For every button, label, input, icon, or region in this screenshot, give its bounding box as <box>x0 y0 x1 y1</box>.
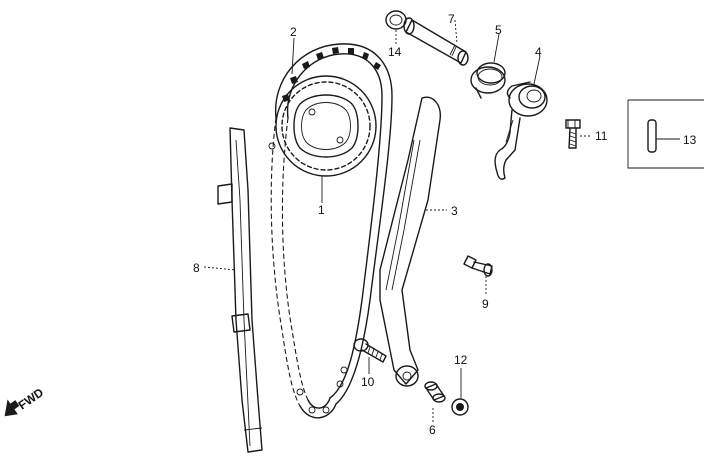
callout-labels: 1 2 3 4 5 6 7 8 9 10 11 12 13 14 <box>193 12 697 437</box>
pivot-bolt-10-part <box>353 338 387 363</box>
tensioner-shaft-part <box>403 17 469 66</box>
callout-3: 3 <box>451 204 458 218</box>
fwd-direction-indicator: FWD <box>4 385 47 417</box>
dowel-pin-13-group <box>627 99 704 169</box>
collar-6-part <box>424 381 446 403</box>
fwd-arrow-icon <box>4 399 20 417</box>
cam-chain-part <box>268 43 393 419</box>
callout-5: 5 <box>495 23 502 37</box>
callout-13: 13 <box>683 133 697 147</box>
callout-8: 8 <box>193 261 200 275</box>
callout-leaders <box>203 19 680 424</box>
callout-14: 14 <box>388 45 402 59</box>
tensioner-spring-part <box>470 62 506 99</box>
bolt-11-part <box>565 119 581 149</box>
fwd-label: FWD <box>16 385 47 412</box>
callout-1: 1 <box>318 203 325 217</box>
tensioner-slipper-part <box>379 96 441 387</box>
bolt-9-part <box>463 255 493 277</box>
callout-10: 10 <box>361 375 375 389</box>
callout-4: 4 <box>535 45 542 59</box>
callout-12: 12 <box>454 353 468 367</box>
callout-9: 9 <box>482 297 489 311</box>
o-ring-part <box>385 10 407 30</box>
callout-11: 11 <box>595 129 608 143</box>
callout-7: 7 <box>448 12 455 26</box>
tensioner-arm-part <box>494 81 548 180</box>
washer-12-part <box>451 398 469 416</box>
callout-6: 6 <box>429 423 436 437</box>
cam-chain-guide-part <box>217 127 263 453</box>
cam-sprocket-part <box>275 75 377 177</box>
callout-2: 2 <box>290 25 297 39</box>
